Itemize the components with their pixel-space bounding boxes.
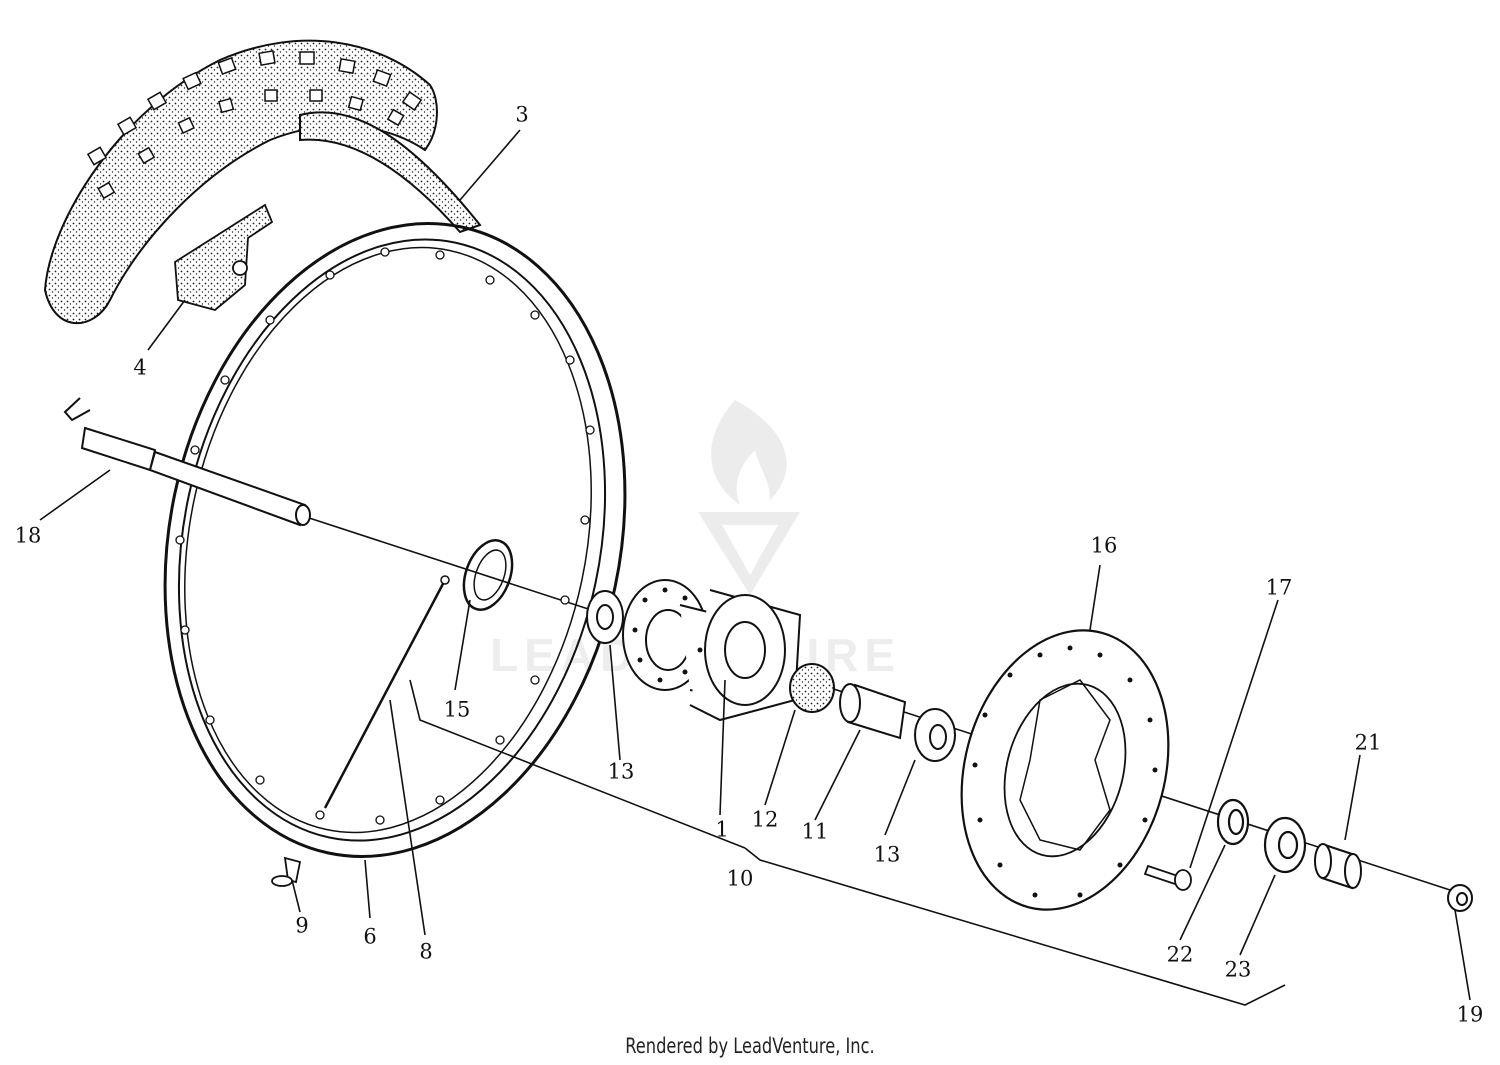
callout-10: 10 [726, 866, 754, 891]
callout-17: 17 [1265, 575, 1293, 600]
axle [63, 397, 311, 527]
bearing-left [586, 590, 624, 644]
callout-16: 16 [1090, 533, 1118, 558]
callout-13-right: 13 [873, 842, 901, 867]
bearing-spacer [789, 663, 835, 713]
oil-seal [1216, 798, 1250, 846]
hub [622, 579, 802, 722]
footer-credit: Rendered by LeadVenture, Inc. [625, 1034, 875, 1058]
hub-holes [632, 587, 703, 683]
callout-21: 21 [1354, 730, 1382, 755]
tire-tread [86, 50, 423, 200]
disc-bolt [1143, 864, 1192, 891]
spoke [323, 575, 450, 809]
tire [43, 39, 482, 325]
callout-9: 9 [295, 913, 309, 938]
callout-4: 4 [133, 355, 147, 380]
axle-nut [1447, 884, 1473, 912]
callout-15: 15 [443, 697, 471, 722]
brake-disc [960, 629, 1170, 911]
flame-v-logo-icon [698, 400, 800, 595]
callout-6: 6 [363, 924, 377, 949]
callout-8: 8 [419, 939, 433, 964]
wheel-bearing [1263, 816, 1307, 874]
leader-lines [39, 129, 1471, 1006]
collar [1314, 843, 1362, 890]
callout-23: 23 [1224, 957, 1252, 982]
callout-18: 18 [14, 523, 42, 548]
rim-spoke-holes [175, 247, 595, 825]
callout-22: 22 [1166, 942, 1194, 967]
brake-disc-holes [972, 645, 1158, 898]
rim-strip [174, 203, 274, 311]
seal [462, 539, 514, 611]
bearing-right [914, 708, 956, 762]
spacer-sleeve [839, 683, 907, 740]
spoke-nipple [271, 856, 302, 887]
callout-1: 1 [715, 817, 729, 842]
callout-3: 3 [515, 102, 529, 127]
callout-19: 19 [1456, 1002, 1484, 1027]
rim [163, 222, 627, 858]
callout-13-left: 13 [607, 759, 635, 784]
callout-12: 12 [751, 807, 779, 832]
callout-11: 11 [801, 819, 829, 844]
